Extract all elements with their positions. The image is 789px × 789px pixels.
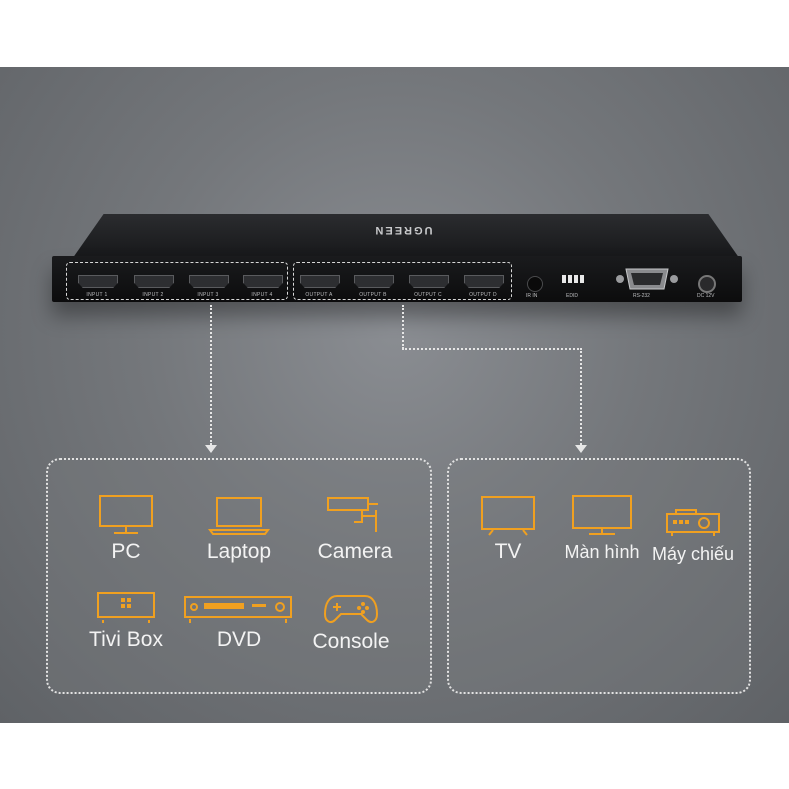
display-item-projector: Máy chiếu: [638, 508, 748, 565]
dvd-player-icon: [184, 596, 292, 623]
tv-box-icon: [97, 592, 155, 623]
input-connector-line: [210, 305, 212, 445]
rs232-connector: [616, 268, 678, 290]
projector-icon: [666, 509, 720, 536]
source-item-tivi-box: Tivi Box: [71, 590, 181, 652]
hdmi-output-port-b: [354, 275, 394, 288]
display-label-tv: TV: [494, 540, 522, 563]
hdmi-input-port-3: [189, 275, 229, 288]
source-label-tivi-box: Tivi Box: [89, 628, 163, 651]
output-connector-horizontal: [402, 348, 582, 350]
display-item-tv: TV: [453, 494, 563, 564]
input-label-2: INPUT 2: [142, 292, 164, 298]
device-top-surface: [70, 214, 742, 262]
monitor-icon: [99, 495, 153, 534]
display-item-monitor: Màn hình: [547, 494, 657, 563]
edid-label: EDID: [566, 293, 578, 299]
output-connector-vertical-2: [580, 348, 582, 445]
laptop-icon: [208, 497, 270, 535]
edid-dip-switch: [562, 270, 590, 283]
background-scene: [0, 67, 789, 723]
input-arrow-icon: [205, 445, 217, 453]
gamepad-icon: [323, 595, 379, 623]
hdmi-input-port-4: [243, 275, 283, 288]
dc-power-jack: [698, 275, 716, 293]
camera-icon: [327, 497, 378, 532]
input-label-1: INPUT 1: [86, 292, 108, 298]
hdmi-output-port-c: [409, 275, 449, 288]
output-arrow-icon: [575, 445, 587, 453]
input-label-3: INPUT 3: [197, 292, 219, 298]
ir-receiver: [527, 276, 543, 292]
output-label-b: OUTPUT B: [359, 292, 387, 298]
source-label-pc: PC: [111, 540, 141, 563]
output-connector-vertical-1: [402, 305, 404, 349]
hdmi-output-port-a: [300, 275, 340, 288]
source-label-camera: Camera: [317, 540, 393, 563]
input-label-4: INPUT 4: [251, 292, 273, 298]
hdmi-input-port-1: [78, 275, 118, 288]
input-port-group: [66, 262, 288, 300]
brand-logo: UGREEN: [373, 224, 433, 236]
rs232-label: RS-232: [633, 293, 650, 299]
source-item-console: Console: [296, 590, 406, 654]
ir-label: IR IN: [526, 293, 538, 299]
display-label-monitor: Màn hình: [564, 542, 640, 562]
source-item-laptop: Laptop: [184, 494, 294, 564]
source-label-console: Console: [312, 630, 390, 653]
output-label-c: OUTPUT C: [414, 292, 442, 298]
source-item-camera: Camera: [300, 494, 410, 564]
display-label-projector: Máy chiếu: [651, 544, 735, 564]
hdmi-output-port-d: [464, 275, 504, 288]
output-port-group: [293, 262, 512, 300]
source-item-pc: PC: [71, 494, 181, 564]
dc-label: DC 12V: [697, 293, 715, 299]
output-label-d: OUTPUT D: [469, 292, 497, 298]
output-label-a: OUTPUT A: [305, 292, 333, 298]
source-label-laptop: Laptop: [206, 540, 272, 563]
monitor-icon: [572, 495, 632, 535]
tv-icon: [481, 496, 535, 536]
source-item-dvd: DVD: [184, 594, 294, 652]
hdmi-input-port-2: [134, 275, 174, 288]
source-label-dvd: DVD: [216, 628, 262, 651]
